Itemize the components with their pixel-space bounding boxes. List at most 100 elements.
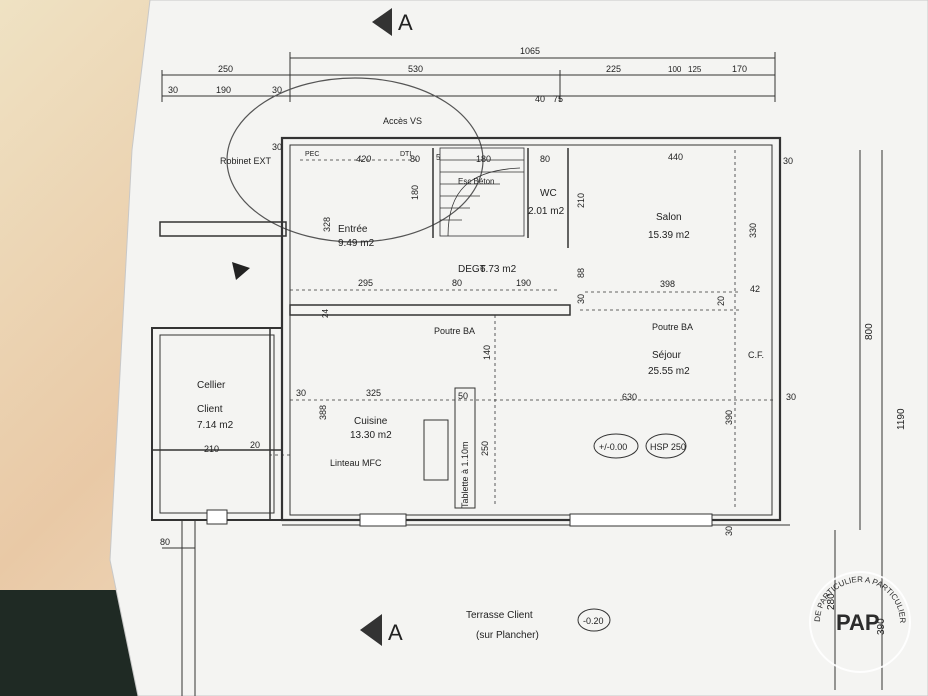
dim-top-3: 225 — [606, 64, 621, 74]
dim-hall-right: 398 — [660, 279, 675, 289]
label-linteau: Linteau MFC — [330, 458, 382, 468]
label-cf: C.F. — [748, 350, 764, 360]
dim-stair-height: 180 — [410, 185, 420, 200]
dim-cuisine-depth: 140 — [482, 345, 492, 360]
room-cuisine-name: Cuisine — [354, 416, 388, 427]
dim-salon-height: 330 — [748, 223, 758, 238]
label-poutre-right: Poutre BA — [652, 322, 693, 332]
sink — [423, 419, 449, 481]
room-sejour-area: 25.55 m2 — [648, 366, 690, 377]
dim-cuisine-left: 30 — [296, 388, 306, 398]
dim-wc-height: 210 — [576, 193, 586, 208]
dim-bench-height: 250 — [480, 441, 490, 456]
dim-cuisine-height: 388 — [318, 405, 328, 420]
label-tablette: Tablette à 1.10m — [460, 441, 470, 508]
dim-grand-total: 1190 — [896, 408, 907, 430]
dim-right-side: 30 — [783, 156, 793, 166]
staircase — [439, 147, 525, 237]
dim-wc-b: 180 — [476, 154, 491, 164]
room-wc-name: WC — [540, 188, 557, 199]
section-marker-top: A — [372, 8, 413, 36]
svg-text:HSP 250: HSP 250 — [650, 442, 686, 452]
side-wall-block — [159, 221, 287, 237]
room-cuisine-area: 13.30 m2 — [350, 430, 392, 441]
window-sejour — [569, 513, 713, 527]
dim-beam-depth: 24 — [321, 309, 330, 318]
dim-entree-width: 420 — [356, 154, 371, 164]
dim-left-side: 30 — [272, 142, 282, 152]
label-dtl: DTL — [400, 151, 413, 158]
terrace-level-badge: -0.20 — [577, 608, 611, 632]
paper-sheet — [109, 0, 928, 696]
dim-salon-sub: 88 — [576, 268, 586, 278]
dim-sejour-width: 630 — [622, 392, 637, 402]
dim-second-2: 190 — [216, 85, 231, 95]
room-terrasse-sub: (sur Plancher) — [476, 630, 539, 641]
label-esc: Esc Béton — [458, 177, 494, 186]
dim-second-1: 30 — [168, 85, 178, 95]
dim-second-4: 40 — [535, 94, 545, 104]
dim-top-1: 250 — [218, 64, 233, 74]
dim-terrace-offset: 80 — [160, 537, 170, 547]
dim-top-5: 125 — [688, 65, 702, 74]
interior-dimension-lines — [270, 150, 775, 510]
label-poutre-left: Poutre BA — [434, 326, 475, 336]
label-acces: Accès VS — [383, 116, 422, 126]
dim-right-edge: 30 — [786, 392, 796, 402]
dim-sejour-height: 390 — [724, 410, 734, 425]
dim-wc-minor: 5 — [436, 153, 441, 162]
dim-salon-side: 440 — [668, 152, 683, 162]
dim-top-2: 530 — [408, 64, 423, 74]
dim-cellier-side: 20 — [250, 440, 260, 450]
dim-entree-height: 328 — [322, 217, 332, 232]
svg-text:+/-0.00: +/-0.00 — [599, 442, 627, 452]
window-cuisine — [359, 513, 407, 527]
room-sejour-name: Séjour — [652, 350, 682, 361]
pap-watermark-stamp: DE PARTICULIER A PARTICULIER PAP — [809, 571, 911, 673]
kitchen-bench — [454, 387, 476, 509]
level-badge: +/-0.00 — [593, 433, 639, 459]
room-cellier-area: 7.14 m2 — [197, 420, 234, 431]
room-terrasse-name: Terrasse Client — [466, 610, 533, 621]
dim-bottom-gap: 30 — [724, 526, 734, 536]
svg-text:A: A — [398, 10, 413, 35]
dim-bench-width: 50 — [458, 391, 468, 401]
room-wc-area: 2.01 m2 — [528, 206, 565, 217]
label-degt: DEGT — [458, 264, 486, 275]
dim-terrace-total: 390 — [876, 618, 887, 635]
dim-wc-a: 80 — [410, 154, 420, 164]
dim-hall-3: 190 — [516, 278, 531, 288]
room-salon-area: 15.39 m2 — [648, 230, 690, 241]
dim-hall-2: 80 — [452, 278, 462, 288]
window-cellier — [206, 509, 228, 525]
room-entree-name: Entrée — [338, 224, 368, 235]
dim-top-total: 1065 — [520, 46, 540, 56]
label-pec: PEC — [305, 151, 319, 158]
interior-walls — [152, 148, 571, 520]
top-dimension-lines — [161, 52, 776, 102]
right-dimension-lines — [834, 150, 883, 690]
room-cellier-name2: Client — [197, 404, 223, 415]
dim-hall-gap: 30 — [576, 294, 586, 304]
dim-terrace-height: 280 — [826, 593, 837, 610]
dim-sejour-gap: 20 — [716, 296, 726, 306]
dim-wc-c: 80 — [540, 154, 550, 164]
dim-sejour-right: 42 — [750, 284, 760, 294]
pap-logo: PAP — [836, 610, 880, 635]
north-arrow-icon — [232, 262, 250, 280]
room-cellier-name: Cellier — [197, 380, 226, 391]
label-robinet: Robinet EXT — [220, 156, 272, 166]
section-marker-bottom: A — [360, 614, 403, 646]
dim-top-4: 100 — [668, 65, 682, 74]
dim-second-5: 75 — [553, 94, 563, 104]
dim-top-6: 170 — [732, 64, 747, 74]
room-salon-name: Salon — [656, 212, 682, 223]
hsp-badge: HSP 250 — [645, 433, 687, 459]
dim-total-height: 800 — [864, 323, 875, 340]
dim-hall-1: 295 — [358, 278, 373, 288]
dim-cuisine-width: 325 — [366, 388, 381, 398]
room-degt-area: 6.73 m2 — [480, 264, 517, 275]
svg-text:A: A — [388, 620, 403, 645]
dim-cellier-width: 210 — [204, 444, 219, 454]
